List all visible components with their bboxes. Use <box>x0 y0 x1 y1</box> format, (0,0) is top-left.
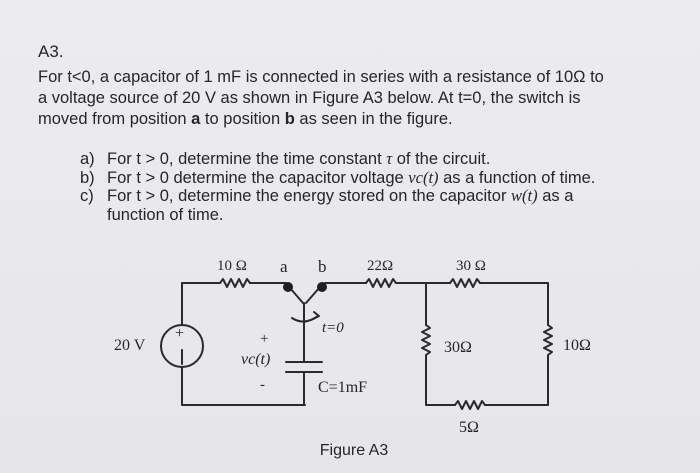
question-part-a: a) For t > 0, determine the time constan… <box>80 149 660 169</box>
statement-text: moved from position <box>38 110 192 128</box>
wire-right-bottom <box>484 355 549 406</box>
statement-line-2: a voltage source of 20 V as shown in Fig… <box>38 89 581 107</box>
figure-caption: Figure A3 <box>319 442 389 459</box>
part-text: For t > 0 determine the capacitor voltag… <box>107 168 409 187</box>
node-a-label: a <box>280 257 288 276</box>
part-text: as a function of time. <box>438 168 596 187</box>
part-text-continued: function of time. <box>107 205 224 224</box>
statement-line-3: moved from position a to position b as s… <box>38 109 668 130</box>
position-b-label: b <box>284 110 295 128</box>
switch-time-label: t=0 <box>322 320 344 336</box>
statement-text: as seen in the figure. <box>294 110 453 128</box>
wire-top-right <box>479 282 549 326</box>
resistor-5-label: 5Ω <box>459 419 479 436</box>
resistor-10-right-zigzag <box>543 324 553 356</box>
resistor-30-top-label: 30 Ω <box>456 258 486 274</box>
node-b-label: b <box>318 257 327 276</box>
resistor-30-top-zigzag <box>449 278 481 288</box>
capacitor-plus-label: + <box>260 331 268 347</box>
capacitor-voltage-symbol: vc(t) <box>408 167 439 187</box>
statement-line-1: For t<0, a capacitor of 1 mF is connecte… <box>38 67 668 88</box>
resistor-10-right-label: 10Ω <box>563 337 591 354</box>
question-part-b: b) For t > 0 determine the capacitor vol… <box>80 167 660 188</box>
statement-text: to <box>585 68 604 86</box>
position-a-label: a <box>191 110 201 128</box>
part-text: For t > 0, determine the time constant <box>107 150 387 168</box>
omega-symbol: Ω <box>573 68 586 86</box>
question-parts: a) For t > 0, determine the time constan… <box>80 149 660 224</box>
part-label: c) <box>80 187 94 205</box>
resistor-10-left-zigzag <box>219 278 251 288</box>
node-b-dot <box>317 282 327 292</box>
question-part-c: c) For t > 0, determine the energy store… <box>80 186 660 224</box>
wire-left-top <box>181 282 221 291</box>
part-text: as a <box>537 187 574 205</box>
energy-symbol: w(t) <box>511 186 538 205</box>
problem-id: A3. <box>38 42 64 61</box>
tau-symbol: τ <box>386 149 393 168</box>
source-plus-sign: + <box>175 325 184 342</box>
statement-text: For t<0, a capacitor of 1 mF is connecte… <box>38 68 574 86</box>
switch-arrow-head <box>312 311 320 320</box>
part-text: of the circuit. <box>392 150 491 168</box>
resistor-30-mid-zigzag <box>421 324 431 356</box>
capacitor-minus-label: - <box>260 377 265 393</box>
capacitor-voltage-label: vc(t) <box>241 351 270 368</box>
resistor-22-zigzag <box>365 278 397 288</box>
voltage-source-circle <box>160 324 204 368</box>
resistor-22-label: 22Ω <box>367 258 393 274</box>
part-label: b) <box>80 168 95 187</box>
node-a-dot <box>283 282 293 292</box>
switch-arm-right <box>305 286 321 304</box>
switch-arm-left <box>289 287 304 304</box>
resistor-10-left-label: 10 Ω <box>217 258 247 274</box>
wire-mid-bottom <box>425 355 456 406</box>
part-text: For t > 0, determine the energy stored o… <box>107 187 512 205</box>
resistor-30-mid-label: 30Ω <box>444 339 472 356</box>
problem-statement: For t<0, a capacitor of 1 mF is connecte… <box>38 67 668 130</box>
part-label: a) <box>80 150 95 168</box>
resistor-5-zigzag <box>454 400 486 410</box>
statement-text: to position <box>200 110 285 128</box>
wire-source-bottom <box>181 367 306 406</box>
source-voltage-label: 20 V <box>114 337 146 354</box>
capacitor-value-label: C=1mF <box>318 379 367 396</box>
